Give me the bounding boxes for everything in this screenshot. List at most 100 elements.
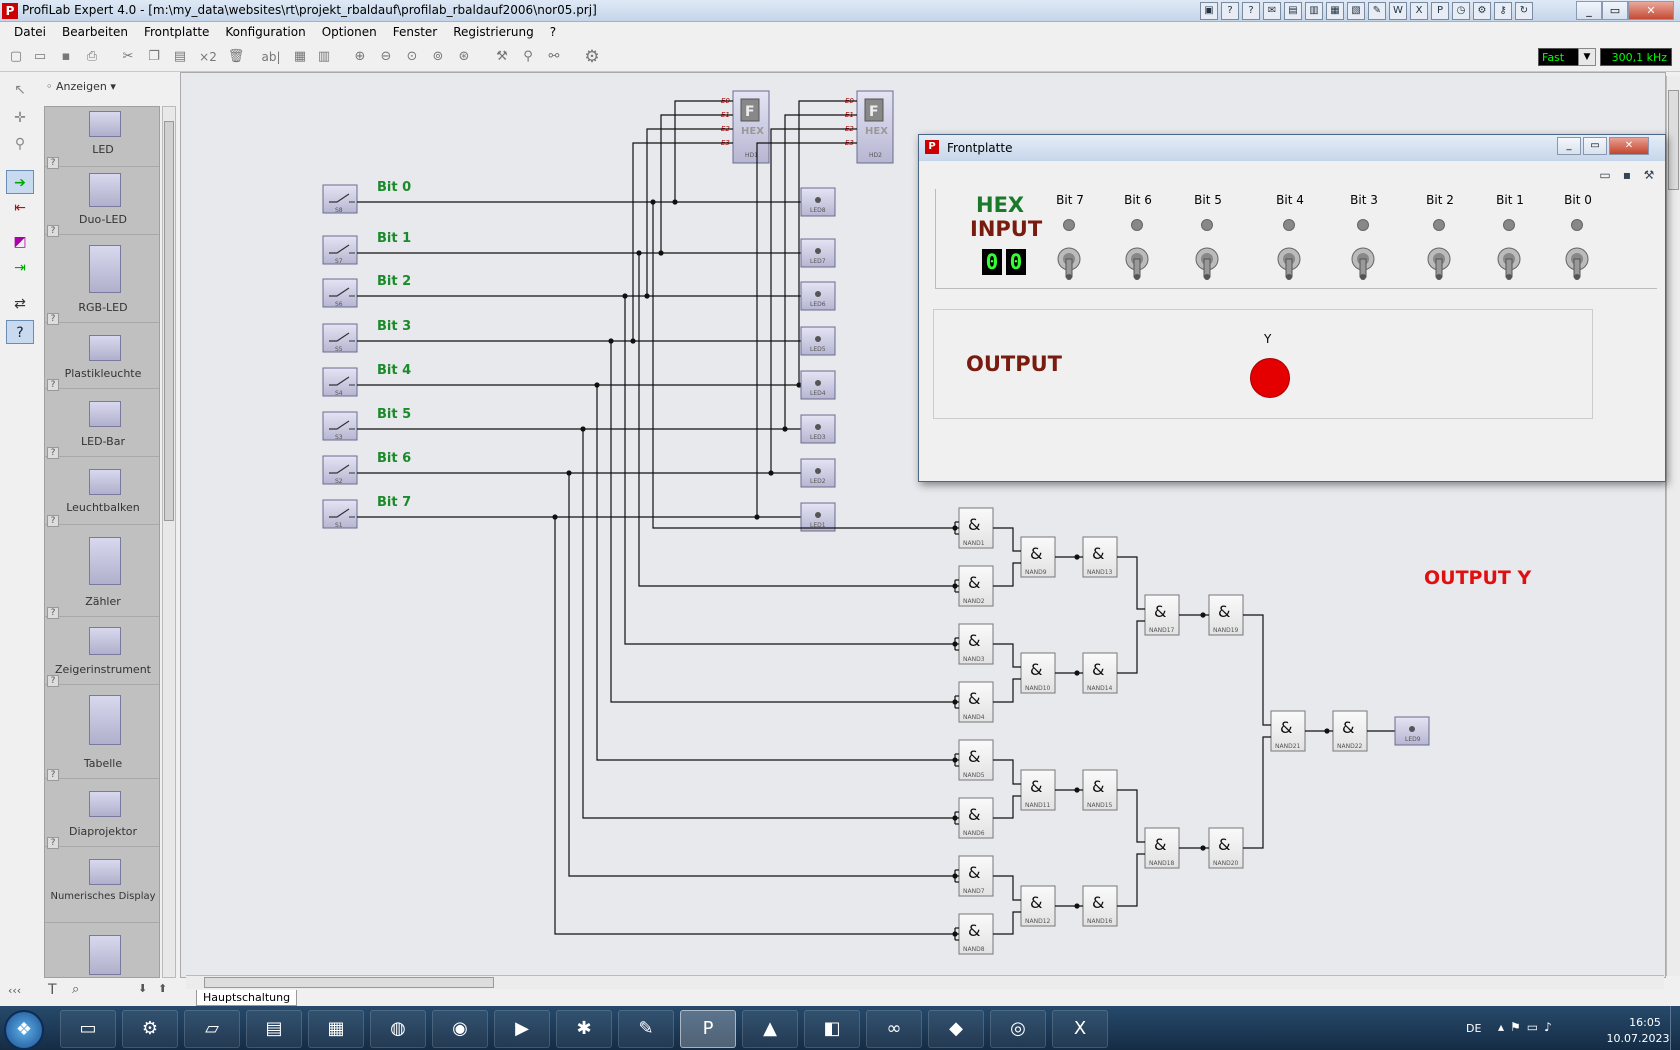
tools-icon[interactable]: ⚒	[1643, 168, 1655, 182]
arduino-task[interactable]: ∞	[866, 1010, 922, 1048]
chart-app-task[interactable]: ▲	[742, 1010, 798, 1048]
menu-frontplatte[interactable]: Frontplatte	[143, 25, 210, 39]
excel-icon[interactable]: X	[1410, 2, 1428, 20]
toggle-switch[interactable]	[1193, 245, 1221, 281]
help-mark[interactable]: ?	[47, 379, 59, 391]
library-item[interactable]: ? Diaprojektor	[45, 769, 159, 847]
input-pin-icon[interactable]: ⇥	[14, 260, 26, 276]
zoom-reset-icon[interactable]: ⊛	[458, 49, 470, 64]
help-mark[interactable]: ?	[47, 675, 59, 687]
library-item[interactable]: ? Numerisches Display	[45, 837, 159, 923]
crosshair-icon[interactable]: ✛	[14, 110, 26, 126]
grid-icon[interactable]: ▦	[293, 49, 307, 64]
menu-optionen[interactable]: Optionen	[321, 25, 377, 39]
grid2-icon[interactable]: ▥	[317, 49, 331, 64]
binoculars-icon[interactable]: ⌕	[72, 982, 80, 997]
show-desktop-button[interactable]	[1670, 1006, 1680, 1050]
word-icon[interactable]: W	[1389, 2, 1407, 20]
mail-icon[interactable]: ✉	[1263, 2, 1281, 20]
help-mark[interactable]: ?	[47, 447, 59, 459]
front-maximize-button[interactable]: ▭	[1583, 137, 1607, 155]
tool-icon[interactable]: ⚙	[1473, 2, 1491, 20]
calculator-task[interactable]: ▦	[308, 1010, 364, 1048]
help-mark[interactable]: ?	[47, 769, 59, 781]
toggle-switch[interactable]	[1349, 245, 1377, 281]
frontplatte-titlebar[interactable]: P Frontplatte _ ▭ ✕	[919, 135, 1665, 161]
library-item[interactable]: ? Leuchtbalken	[45, 447, 159, 525]
library-item[interactable]: LED	[45, 107, 159, 167]
refresh-icon[interactable]: ↻	[1515, 2, 1533, 20]
wire-tool-icon[interactable]: ⚒	[496, 49, 508, 64]
library-item[interactable]: ? Plastikleuchte	[45, 313, 159, 389]
front-minimize-button[interactable]: _	[1557, 137, 1581, 155]
library-item[interactable]: ? Duo-LED	[45, 157, 159, 235]
save-icon[interactable]: ▪	[61, 49, 71, 64]
library-item[interactable]: ? LED-Bar	[45, 379, 159, 457]
arrow-up-icon[interactable]: ⬆	[158, 982, 168, 995]
save-icon[interactable]: ▪	[1622, 168, 1632, 182]
pencil-icon[interactable]: ✎	[1368, 2, 1386, 20]
clock-date[interactable]: 10.07.2023	[1606, 1032, 1670, 1045]
document-icon[interactable]: ▤	[1284, 2, 1302, 20]
tool-app-task[interactable]: ◧	[804, 1010, 860, 1048]
text-icon[interactable]: T	[48, 982, 57, 998]
library-item[interactable]: ? Zähler	[45, 515, 159, 617]
circle-app-task[interactable]: ◎	[990, 1010, 1046, 1048]
toggle-switch[interactable]	[1425, 245, 1453, 281]
sheet-tab[interactable]: Hauptschaltung	[196, 990, 298, 1006]
vertical-scrollbar[interactable]	[1666, 76, 1680, 976]
cut-icon[interactable]: ✂	[122, 49, 134, 64]
media-task[interactable]: ▶	[494, 1010, 550, 1048]
vertical-scroll-thumb[interactable]	[1668, 90, 1679, 190]
notes-task[interactable]: ▱	[184, 1010, 240, 1048]
library-item[interactable]: ? RGB-LED	[45, 225, 159, 323]
probe-icon[interactable]: ⚲	[523, 49, 533, 64]
magnifier-icon[interactable]: ⚲	[14, 136, 26, 152]
help-mark[interactable]: ?	[47, 837, 59, 849]
notes-icon[interactable]: ▧	[1347, 2, 1365, 20]
copy-icon[interactable]: ❐	[148, 49, 160, 64]
toggle-switch[interactable]	[1495, 245, 1523, 281]
delete-icon[interactable]: 🗑	[227, 49, 245, 64]
puzzle-task[interactable]: ✱	[556, 1010, 612, 1048]
swap-icon[interactable]: ⇄	[14, 296, 26, 312]
help-mark[interactable]: ?	[47, 225, 59, 237]
pointer-icon[interactable]: ↖	[14, 82, 26, 98]
open-folder-icon[interactable]: ▭	[1599, 168, 1611, 182]
card-icon[interactable]: ▦	[1326, 2, 1344, 20]
library-scroll-thumb[interactable]	[164, 121, 174, 521]
stop-arrow-icon[interactable]: ⇤	[14, 200, 26, 216]
excel-task[interactable]: X	[1052, 1010, 1108, 1048]
horizontal-scrollbar[interactable]	[186, 975, 1664, 989]
zoom-out-icon[interactable]: ⊖	[380, 49, 392, 64]
profilab-app-icon[interactable]: P	[2, 3, 18, 19]
menu-konfiguration[interactable]: Konfiguration	[225, 25, 306, 39]
toggle-switch[interactable]	[1123, 245, 1151, 281]
gear-app-task[interactable]: ⚙	[122, 1010, 178, 1048]
clock-time[interactable]: 16:05	[1629, 1016, 1661, 1029]
help-mark[interactable]: ?	[47, 607, 59, 619]
paint-task[interactable]: ✎	[618, 1010, 674, 1048]
paste-icon[interactable]: ▤	[173, 49, 187, 64]
key-icon[interactable]: ⚷	[1494, 2, 1512, 20]
color-io-icon[interactable]: ◩	[13, 234, 27, 250]
gear-icon[interactable]: ⚙	[584, 47, 600, 67]
start-button[interactable]: ❖	[4, 1010, 44, 1050]
clock-icon[interactable]: ◷	[1452, 2, 1470, 20]
globe-task[interactable]: ◍	[370, 1010, 426, 1048]
zoom-in-icon[interactable]: ⊕	[354, 49, 366, 64]
help-mark[interactable]: ?	[47, 313, 59, 325]
toggle-switch[interactable]	[1055, 245, 1083, 281]
powerpoint-icon[interactable]: P	[1431, 2, 1449, 20]
text-tool-icon[interactable]: ab|	[261, 50, 281, 64]
explorer-task[interactable]: ▭	[60, 1010, 116, 1048]
chrome-task[interactable]: ◉	[432, 1010, 488, 1048]
open-folder-icon[interactable]: ▭	[33, 49, 47, 64]
help-icon[interactable]: ?	[1221, 2, 1239, 20]
scanner-task[interactable]: ▤	[246, 1010, 302, 1048]
menu-fenster[interactable]: Fenster	[392, 25, 438, 39]
help-mark[interactable]: ?	[47, 157, 59, 169]
run-arrow-icon[interactable]: ➔	[6, 170, 34, 194]
menu-bearbeiten[interactable]: Bearbeiten	[62, 25, 128, 39]
connect-icon[interactable]: ⚯	[548, 49, 560, 64]
